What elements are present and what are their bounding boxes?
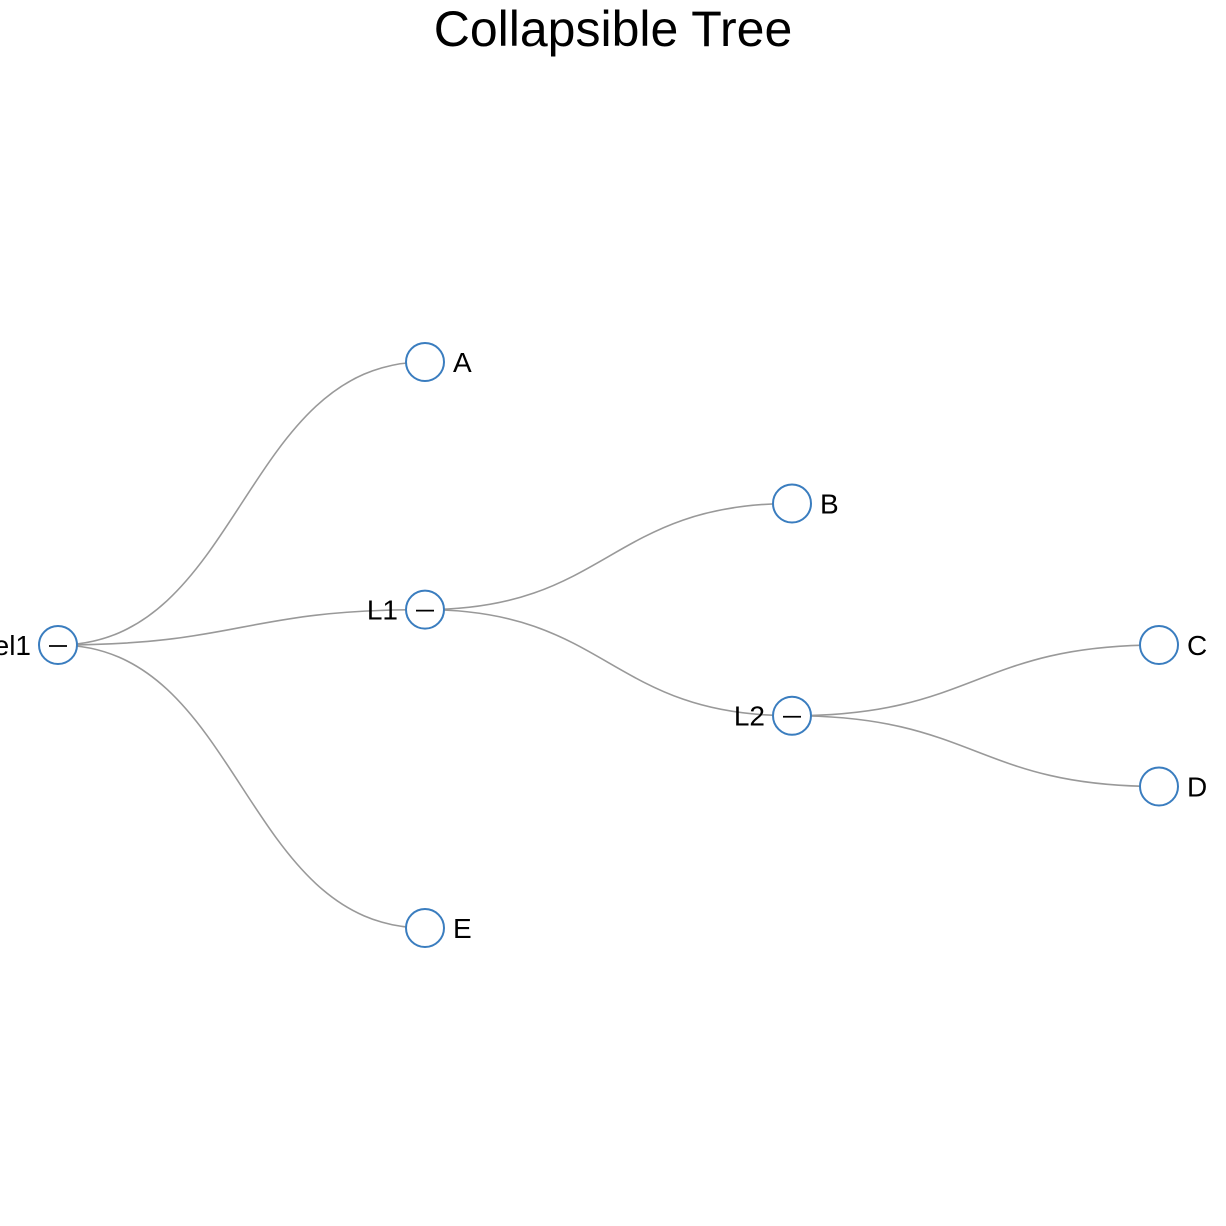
- link-root-l1: [57, 608, 426, 646]
- tree-node-c[interactable]: C: [1139, 625, 1207, 665]
- node-circle[interactable]: [1139, 766, 1179, 807]
- tree-node-e[interactable]: E: [405, 908, 472, 948]
- nodes-layer: el1 A L1 B L2 C D E: [0, 342, 1207, 948]
- node-label: L2: [734, 701, 765, 732]
- node-label: el1: [0, 630, 31, 661]
- tree-node-l1[interactable]: L1: [367, 589, 445, 630]
- page-title: Collapsible Tree: [433, 1, 793, 57]
- node-circle[interactable]: [38, 625, 78, 665]
- node-label: B: [820, 488, 839, 519]
- node-circle[interactable]: [772, 695, 812, 736]
- link-l2-c: [791, 644, 1160, 717]
- link-l1-l2: [424, 608, 793, 717]
- link-root-a: [57, 361, 426, 646]
- tree-node-l2[interactable]: L2: [734, 695, 812, 736]
- tree-node-b[interactable]: B: [772, 483, 839, 524]
- node-circle[interactable]: [772, 483, 812, 524]
- node-label: D: [1187, 771, 1207, 802]
- node-circle[interactable]: [405, 589, 445, 630]
- node-circle[interactable]: [405, 342, 445, 382]
- tree-node-a[interactable]: A: [405, 342, 472, 382]
- node-label: E: [453, 913, 472, 944]
- node-label: L1: [367, 594, 398, 625]
- link-l1-b: [424, 502, 793, 611]
- node-label: A: [453, 347, 472, 378]
- tree-node-d[interactable]: D: [1139, 766, 1207, 807]
- links-layer: [57, 361, 1160, 929]
- tree-node-root[interactable]: el1: [0, 625, 78, 665]
- node-label: C: [1187, 630, 1207, 661]
- node-circle[interactable]: [405, 908, 445, 948]
- link-root-e: [57, 644, 426, 929]
- link-l2-d: [791, 714, 1160, 788]
- node-circle[interactable]: [1139, 625, 1179, 665]
